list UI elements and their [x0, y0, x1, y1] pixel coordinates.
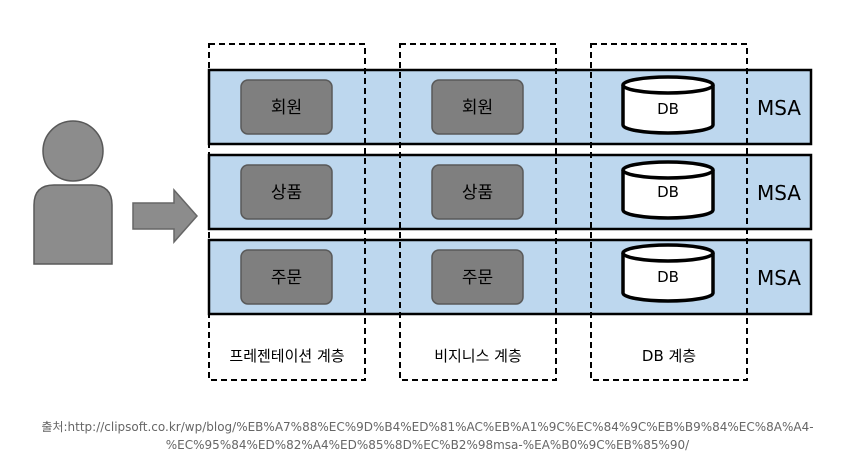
presentation-layer-box: [208, 43, 366, 381]
business-layer-label: 비지니스 계층: [434, 347, 522, 365]
db-label: DB: [657, 183, 679, 201]
msa-diagram: 회원 상품 주문 회원 상품 주문 DB DB DB MSA MSA MSA 프…: [33, 43, 813, 381]
business-module-label: 상품: [462, 183, 493, 203]
person-icon: [33, 120, 113, 265]
msa-label: MSA: [757, 96, 801, 120]
business-module-box: [431, 249, 524, 305]
presentation-module-box: [240, 79, 333, 135]
source-line: 출처:http://clipsoft.co.kr/wp/blog/%EB%A7%…: [41, 420, 814, 434]
database-cylinder-icon: [621, 160, 715, 220]
presentation-module-label: 회원: [271, 98, 302, 118]
db-label: DB: [657, 100, 679, 118]
msa-label: MSA: [757, 181, 801, 205]
arrow-right-icon: [132, 188, 199, 244]
presentation-module-box: [240, 164, 333, 220]
business-module-box: [431, 79, 524, 135]
source-citation: 출처:http://clipsoft.co.kr/wp/blog/%EB%A7%…: [0, 418, 855, 454]
business-module-label: 주문: [462, 268, 493, 288]
business-module-label: 회원: [462, 98, 493, 118]
presentation-module-label: 주문: [271, 268, 302, 288]
presentation-module-box: [240, 249, 333, 305]
business-module-box: [431, 164, 524, 220]
business-layer-box: [399, 43, 557, 381]
database-cylinder-icon: [621, 243, 715, 303]
source-line: %EC%95%84%ED%82%A4%ED%85%8D%EC%B2%98msa-…: [165, 438, 690, 452]
database-cylinder-icon: [621, 75, 715, 135]
db-layer-label: DB 계층: [642, 347, 696, 365]
presentation-layer-label: 프레젠테이션 계층: [229, 347, 344, 365]
db-label: DB: [657, 268, 679, 286]
presentation-module-label: 상품: [271, 183, 302, 203]
msa-label: MSA: [757, 266, 801, 290]
db-layer-box: [590, 43, 748, 381]
